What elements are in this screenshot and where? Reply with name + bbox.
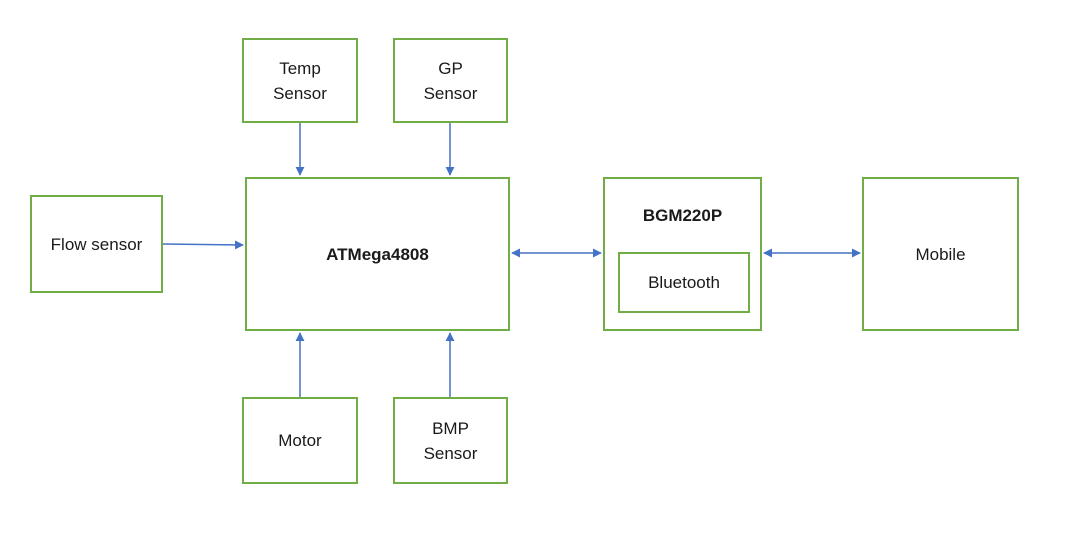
temp-sensor-label: Temp Sensor (273, 58, 327, 103)
flow-sensor-block: Flow sensor (30, 195, 163, 293)
gp-sensor-label: GP Sensor (423, 58, 478, 103)
gp-sensor-block: GP Sensor (393, 38, 508, 123)
mcu-label: ATMega4808 (326, 244, 429, 264)
arrow-flow-to-mcu (162, 240, 244, 250)
flow-sensor-label: Flow sensor (50, 234, 143, 254)
mobile-label: Mobile (915, 244, 966, 264)
mobile-block: Mobile (862, 177, 1019, 331)
bmp-sensor-block: BMP Sensor (393, 397, 508, 484)
bluetooth-block: Bluetooth (618, 252, 750, 313)
mcu-block: ATMega4808 (245, 177, 510, 331)
bluetooth-label: Bluetooth (648, 273, 720, 292)
motor-block: Motor (242, 397, 358, 484)
bmp-sensor-label: BMP Sensor (423, 418, 478, 463)
motor-label: Motor (278, 431, 322, 450)
bgm-label: BGM220P (642, 206, 723, 225)
temp-sensor-block: Temp Sensor (242, 38, 358, 123)
